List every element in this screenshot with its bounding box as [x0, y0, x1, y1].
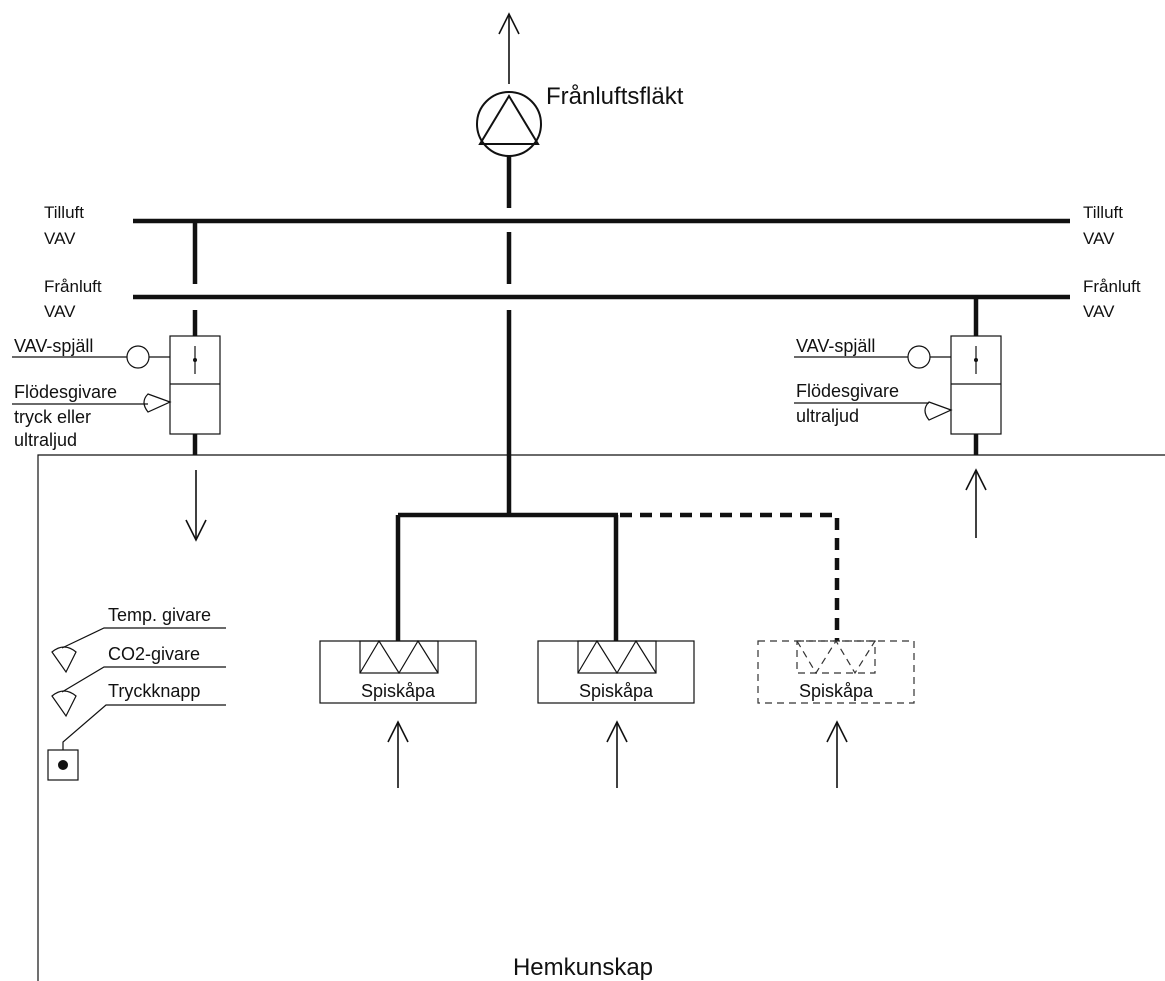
hood-1-label: Spiskåpa: [361, 681, 436, 701]
extract-air-arrow: [965, 468, 987, 538]
room-label: Hemkunskap: [513, 954, 653, 981]
right-damper-label: VAV-spjäll: [796, 336, 875, 356]
kitchen-hood-3-optional: [757, 639, 915, 704]
co2-sensor-label: CO2-givare: [108, 644, 200, 664]
supply-left-label-2: VAV: [44, 229, 76, 248]
right-sensor-label-1: Flödesgivare: [796, 381, 899, 401]
exhaust-right-label-1: Frånluft: [1083, 277, 1141, 296]
push-button-icon: [47, 704, 226, 781]
right-vav-unit: [950, 335, 1002, 435]
exhaust-outlet-arrow: [498, 12, 520, 84]
temp-sensor-label: Temp. givare: [108, 605, 211, 625]
left-sensor-label-1: Flödesgivare: [14, 382, 117, 402]
exhaust-right-label-2: VAV: [1083, 302, 1115, 321]
supply-right-label-1: Tilluft: [1083, 203, 1123, 222]
hood-3-label: Spiskåpa: [799, 681, 874, 701]
left-vav-unit: [169, 335, 221, 435]
kitchen-hood-2: [537, 639, 695, 704]
hood-2-air-arrow: [606, 720, 628, 788]
exhaust-fan-icon: [476, 91, 542, 157]
left-sensor-label-2: tryck eller: [14, 407, 91, 427]
hood-2-label: Spiskåpa: [579, 681, 654, 701]
left-flow-sensor-icon: [12, 393, 172, 413]
right-damper-icon: [794, 345, 951, 369]
left-sensor-label-3: ultraljud: [14, 430, 77, 450]
push-button-label: Tryckknapp: [108, 681, 200, 701]
left-damper-label: VAV-spjäll: [14, 336, 93, 356]
fan-label: Frånluftsfläkt: [546, 83, 684, 110]
hood-header-duct: [395, 512, 840, 641]
supply-left-label-1: Tilluft: [44, 203, 84, 222]
exhaust-left-label-2: VAV: [44, 302, 76, 321]
exhaust-left-label-1: Frånluft: [44, 277, 102, 296]
right-sensor-label-2: ultraljud: [796, 406, 859, 426]
co2-sensor-icon: [51, 666, 226, 718]
temp-sensor-icon: [51, 627, 226, 674]
right-flow-sensor-icon: [794, 401, 953, 421]
hood-1-air-arrow: [387, 720, 409, 788]
supply-air-arrow: [185, 470, 207, 542]
room-boundary: [37, 454, 1165, 981]
kitchen-hood-1: [319, 639, 477, 704]
hood-3-air-arrow: [826, 720, 848, 788]
supply-right-label-2: VAV: [1083, 229, 1115, 248]
left-damper-icon: [12, 345, 170, 369]
